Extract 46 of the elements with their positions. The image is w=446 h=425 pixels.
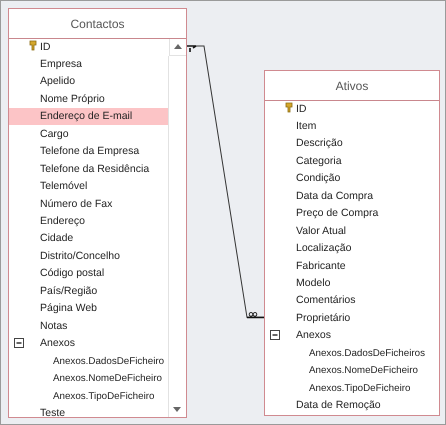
field-name: Proprietário bbox=[296, 312, 350, 325]
field-name: Item bbox=[296, 120, 316, 133]
field-name: Cargo bbox=[40, 128, 69, 141]
field-name: Cidade bbox=[40, 232, 74, 246]
field-name: Telemóvel bbox=[40, 180, 88, 194]
field-name: Anexos bbox=[40, 337, 76, 350]
table-name: Ativos bbox=[265, 71, 439, 101]
field-name: Telefone da Empresa bbox=[40, 145, 140, 158]
field-name: Endereço bbox=[40, 215, 85, 228]
field-name: Data de Remoção bbox=[296, 399, 381, 412]
field-name: Distrito/Concelho bbox=[40, 250, 120, 263]
field-name: Modelo bbox=[296, 277, 330, 290]
field-name: Número de Fax bbox=[40, 198, 112, 211]
field-name: Página Web bbox=[40, 302, 98, 316]
field-name: Data da Compra bbox=[296, 190, 374, 203]
field-name: Telefone da Residência bbox=[40, 162, 150, 176]
field-name: Notas bbox=[40, 320, 68, 333]
relationship-line bbox=[186, 45, 264, 318]
field-name: Descrição bbox=[296, 137, 343, 150]
selected-field-row bbox=[9, 108, 169, 126]
field-name: País/Região bbox=[40, 284, 98, 298]
field-name: Anexos.TipoDeFicheiro bbox=[53, 390, 154, 402]
field-name: ID bbox=[296, 102, 306, 116]
field-name: Teste bbox=[40, 406, 66, 417]
field-name: Endereço de E-mail bbox=[40, 110, 132, 124]
field-name: Categoria bbox=[296, 154, 342, 168]
field-name: Anexos bbox=[296, 329, 332, 342]
field-name: Código postal bbox=[40, 267, 104, 280]
table-box bbox=[8, 8, 187, 418]
field-name: Comentários bbox=[296, 294, 356, 308]
field-name: Nome Próprio bbox=[40, 92, 105, 106]
field-name: Preço de Compra bbox=[296, 207, 378, 220]
field-name: Valor Atual bbox=[296, 224, 346, 238]
field-name: Anexos.TipoDeFicheiro bbox=[309, 382, 410, 395]
field-name: Anexos.NomeDeFicheiro bbox=[53, 372, 162, 386]
field-name: Apelido bbox=[40, 75, 76, 88]
field-name: Anexos.DadosDeFicheiros bbox=[309, 346, 425, 360]
table-name: Contactos bbox=[9, 9, 186, 39]
field-name: Anexos.NomeDeFicheiro bbox=[309, 364, 418, 378]
field-name: Localização bbox=[296, 242, 352, 256]
field-name: Empresa bbox=[40, 58, 82, 71]
field-name: Condição bbox=[296, 172, 340, 186]
field-name: Anexos.DadosDeFicheiro bbox=[53, 354, 164, 368]
field-name: ID bbox=[40, 40, 50, 54]
table-box bbox=[264, 70, 440, 416]
field-name: Fabricante bbox=[296, 260, 346, 273]
